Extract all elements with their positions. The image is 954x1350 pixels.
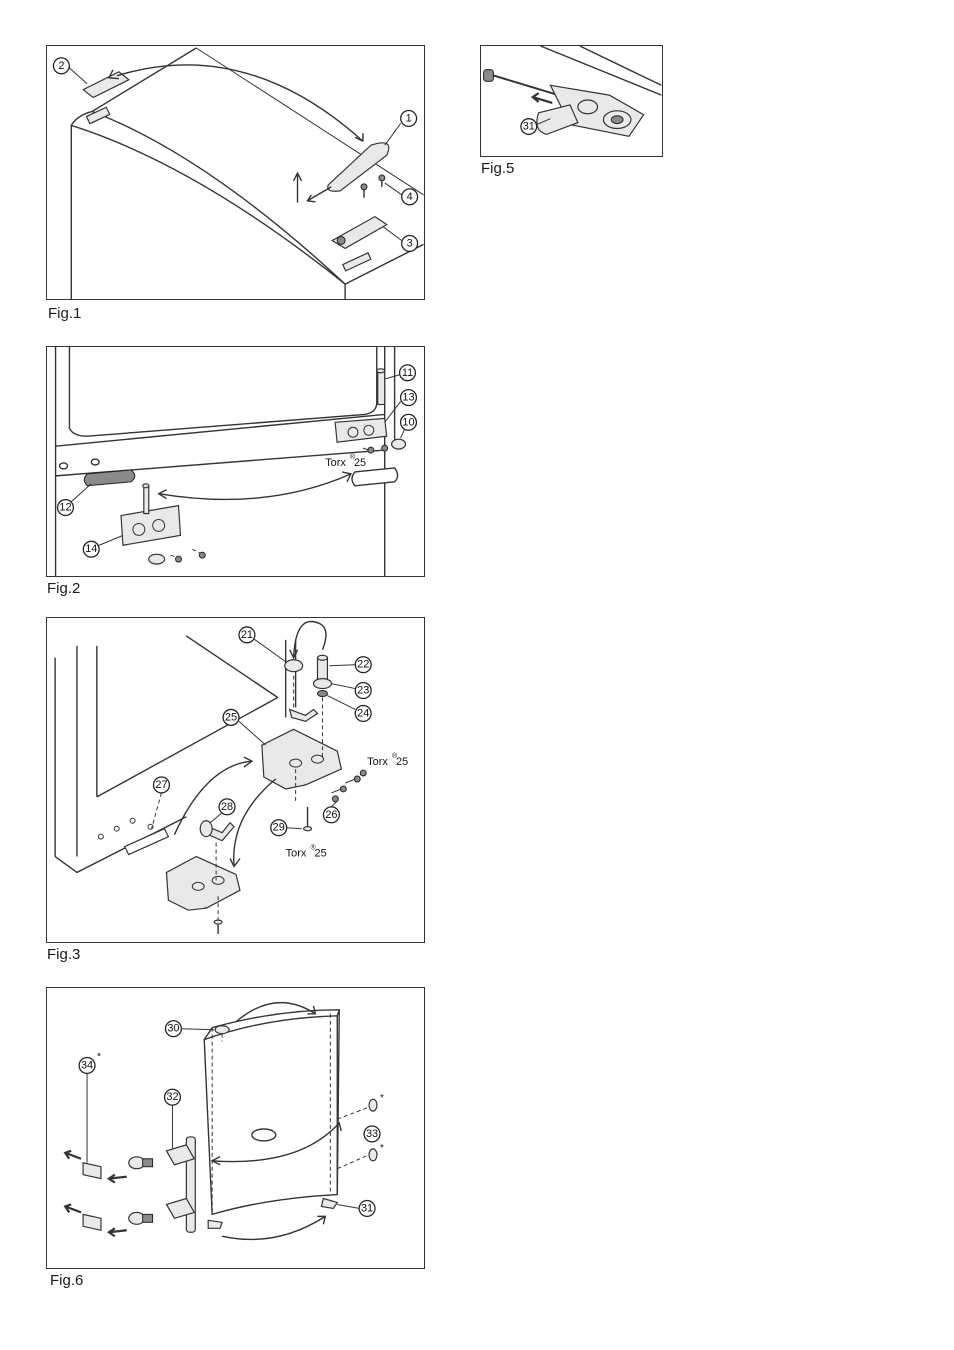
optional-mark-33b: * (380, 1143, 384, 1154)
svg-text:29: 29 (273, 822, 285, 834)
svg-text:12: 12 (59, 502, 71, 514)
figure-5-drawing: 31 (481, 46, 662, 156)
callout-33: 33 (364, 1126, 380, 1142)
svg-text:28: 28 (221, 801, 233, 813)
callout-27: 27 (154, 777, 170, 793)
svg-text:27: 27 (155, 779, 167, 791)
svg-text:22: 22 (357, 659, 369, 671)
callout-10: 10 (401, 414, 417, 430)
figure-3-caption: Fig.3 (47, 946, 80, 963)
torx-label-fig3-lower: Torx (286, 848, 307, 860)
svg-text:3: 3 (407, 237, 413, 249)
svg-text:33: 33 (366, 1128, 378, 1140)
figure-3-panel: Torx ® 25 Torx ® 25 21 22 23 24 25 26 27… (46, 617, 425, 943)
callout-13: 13 (401, 390, 417, 406)
figure-5-panel: 31 (480, 45, 663, 157)
callout-29: 29 (271, 820, 287, 836)
svg-text:30: 30 (167, 1023, 179, 1035)
callout-28: 28 (219, 799, 235, 815)
figure-6-drawing: * * 30 34 * 32 33 31 (47, 988, 424, 1268)
callout-23: 23 (355, 683, 371, 699)
callout-3: 3 (402, 236, 418, 252)
svg-text:31: 31 (361, 1202, 373, 1214)
callout-2: 2 (53, 58, 69, 74)
callout-26: 26 (323, 807, 339, 823)
svg-text:2: 2 (58, 60, 64, 72)
svg-text:25: 25 (225, 711, 237, 723)
figure-6-panel: * * 30 34 * 32 33 31 (46, 987, 425, 1269)
svg-text:21: 21 (241, 629, 253, 641)
callout-1: 1 (401, 110, 417, 126)
callout-11: 11 (400, 365, 416, 381)
callout-30: 30 (166, 1021, 182, 1037)
svg-text:4: 4 (407, 191, 413, 203)
optional-mark-34: * (97, 1051, 101, 1062)
callout-21: 21 (239, 627, 255, 643)
svg-text:1: 1 (406, 112, 412, 124)
optional-mark-33a: * (380, 1093, 384, 1104)
callout-14: 14 (83, 541, 99, 557)
figure-1-drawing: 2 1 4 3 (47, 46, 424, 299)
svg-text:24: 24 (357, 707, 369, 719)
torx-label-fig2: Torx (325, 457, 346, 469)
torx-size-fig3-upper: 25 (396, 756, 408, 768)
figure-3-drawing: Torx ® 25 Torx ® 25 21 22 23 24 25 26 27… (47, 618, 424, 942)
svg-text:14: 14 (85, 543, 97, 555)
svg-text:32: 32 (166, 1091, 178, 1103)
torx-size-fig3-lower: 25 (315, 848, 327, 860)
callout-31: 31 (521, 119, 537, 135)
callout-31-fig6: 31 (359, 1200, 375, 1216)
torx-label-fig3-upper: Torx (367, 756, 388, 768)
figure-5-caption: Fig.5 (481, 160, 514, 177)
svg-text:11: 11 (402, 367, 413, 379)
figure-1-panel: 2 1 4 3 (46, 45, 425, 300)
callout-32: 32 (165, 1089, 181, 1105)
svg-text:31: 31 (523, 121, 535, 133)
callout-34: 34 (79, 1058, 95, 1074)
svg-text:26: 26 (325, 809, 337, 821)
svg-text:34: 34 (81, 1059, 93, 1071)
figure-2-caption: Fig.2 (47, 580, 80, 597)
torx-size-fig2: 25 (354, 457, 366, 469)
figure-2-panel: Torx ® 25 11 13 10 12 14 (46, 346, 425, 577)
figure-2-drawing: Torx ® 25 11 13 10 12 14 (47, 347, 424, 576)
callout-22: 22 (355, 657, 371, 673)
svg-text:13: 13 (402, 392, 414, 404)
callout-4: 4 (402, 189, 418, 205)
svg-text:10: 10 (402, 416, 414, 428)
callout-12: 12 (58, 500, 74, 516)
svg-text:23: 23 (357, 685, 369, 697)
figure-1-caption: Fig.1 (48, 305, 81, 322)
callout-25: 25 (223, 709, 239, 725)
figure-6-caption: Fig.6 (50, 1272, 83, 1289)
callout-24: 24 (355, 705, 371, 721)
